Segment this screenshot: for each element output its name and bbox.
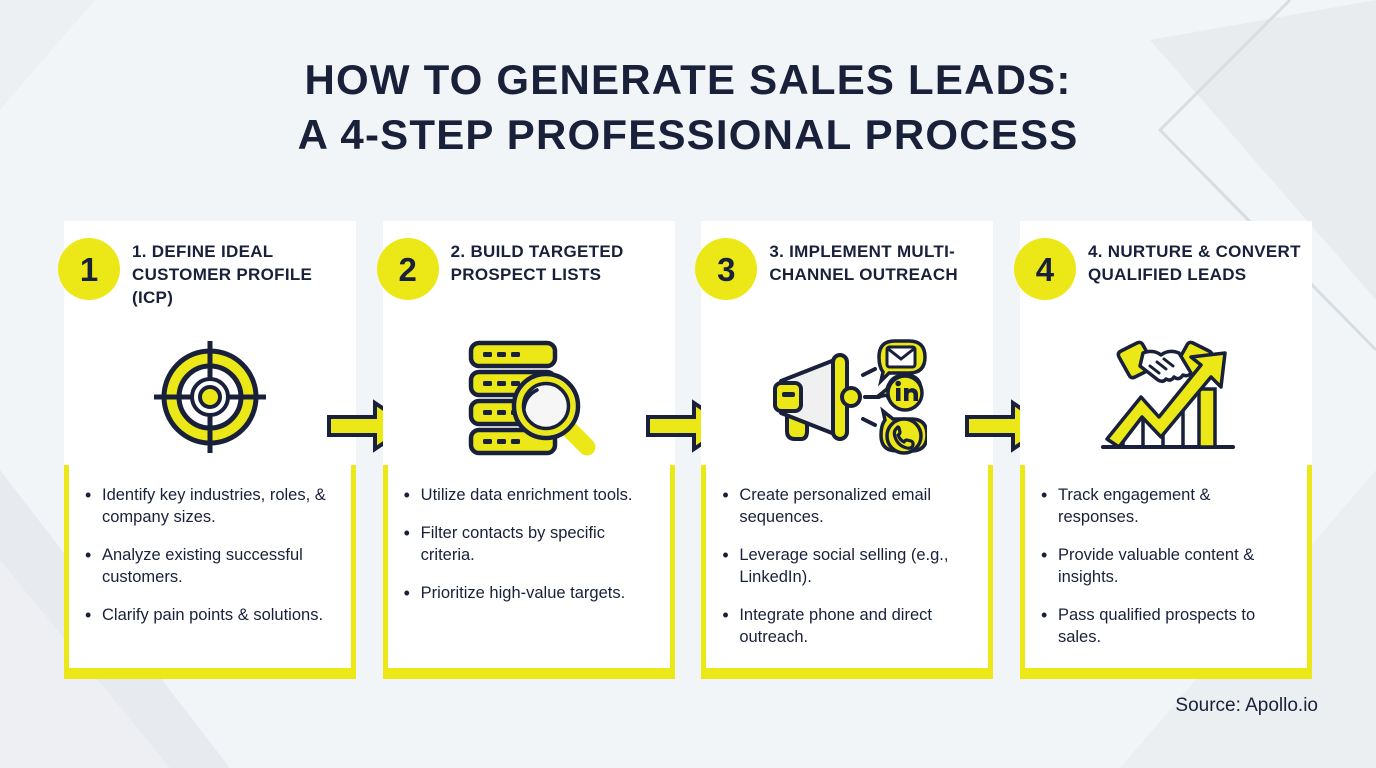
- list-item: Track engagement & responses.: [1039, 484, 1293, 529]
- step-card-3[interactable]: 3 3. IMPLEMENT MULTI-CHANNEL OUTREACH: [695, 221, 994, 679]
- step-bullets-3: Create personalized email sequences. Lev…: [720, 484, 974, 649]
- list-item: Integrate phone and direct outreach.: [720, 604, 974, 649]
- step-card-1-body: Identify key industries, roles, & compan…: [64, 465, 356, 679]
- list-item: Filter contacts by specific criteria.: [402, 522, 656, 567]
- step-card-1[interactable]: 1 1. DEFINE IDEAL CUSTOMER PROFILE (ICP): [58, 221, 356, 679]
- step-card-3-header: 3 3. IMPLEMENT MULTI-CHANNEL OUTREACH: [695, 235, 983, 327]
- list-item: Identify key industries, roles, & compan…: [83, 484, 337, 529]
- step-bullets-1: Identify key industries, roles, & compan…: [83, 484, 337, 628]
- list-item: Analyze existing successful customers.: [83, 544, 337, 589]
- step-card-4-body: Track engagement & responses. Provide va…: [1019, 465, 1312, 679]
- target-crosshair-icon: [74, 333, 346, 461]
- step-card-2-top: 2 2. BUILD TARGETED PROSPECT LISTS: [376, 221, 675, 465]
- step-card-1-header: 1 1. DEFINE IDEAL CUSTOMER PROFILE (ICP): [58, 235, 346, 327]
- step-card-4-top: 4 4. NURTURE & CONVERT QUALIFIED LEADS: [1013, 221, 1312, 465]
- step-number-badge-3: 3: [695, 238, 758, 300]
- list-item: Provide valuable content & insights.: [1039, 544, 1293, 589]
- step-card-2-body: Utilize data enrichment tools. Filter co…: [382, 465, 675, 679]
- step-number-badge-2: 2: [376, 238, 439, 300]
- database-search-icon: [393, 333, 665, 461]
- list-item: Clarify pain points & solutions.: [83, 604, 337, 628]
- list-item: Prioritize high-value targets.: [402, 582, 656, 606]
- list-item: Utilize data enrichment tools.: [402, 484, 656, 508]
- step-bullets-4: Track engagement & responses. Provide va…: [1039, 484, 1293, 649]
- connector-3: [964, 221, 1051, 679]
- list-item: Create personalized email sequences.: [720, 484, 974, 529]
- list-item: Leverage social selling (e.g., LinkedIn)…: [720, 544, 974, 589]
- steps-container: 1 1. DEFINE IDEAL CUSTOMER PROFILE (ICP): [58, 221, 1312, 679]
- page-title: HOW TO GENERATE SALES LEADS: A 4-STEP PR…: [0, 52, 1376, 163]
- handshake-growth-chart-icon: [1030, 333, 1302, 461]
- step-card-4[interactable]: 4 4. NURTURE & CONVERT QUALIFIED LEADS: [1013, 221, 1312, 679]
- step-title-1: 1. DEFINE IDEAL CUSTOMER PROFILE (ICP): [132, 242, 313, 308]
- step-title-3: 3. IMPLEMENT MULTI-CHANNEL OUTREACH: [769, 242, 958, 285]
- source-attribution: Source: Apollo.io: [1175, 695, 1318, 716]
- step-number-badge-4: 4: [1013, 238, 1076, 300]
- step-card-2[interactable]: 2 2. BUILD TARGETED PROSPECT LISTS: [376, 221, 675, 679]
- title-line-2: A 4-STEP PROFESSIONAL PROCESS: [297, 111, 1079, 159]
- step-number-badge-1: 1: [58, 238, 120, 300]
- step-title-2: 2. BUILD TARGETED PROSPECT LISTS: [450, 242, 624, 285]
- title-line-1: HOW TO GENERATE SALES LEADS:: [304, 56, 1072, 103]
- megaphone-channels-icon: [711, 333, 983, 461]
- step-bullets-2: Utilize data enrichment tools. Filter co…: [402, 484, 656, 606]
- list-item: Pass qualified prospects to sales.: [1039, 604, 1293, 649]
- step-title-4: 4. NURTURE & CONVERT QUALIFIED LEADS: [1087, 242, 1301, 285]
- step-card-3-body: Create personalized email sequences. Lev…: [701, 465, 994, 679]
- step-card-3-top: 3 3. IMPLEMENT MULTI-CHANNEL OUTREACH: [695, 221, 994, 465]
- step-card-2-header: 2 2. BUILD TARGETED PROSPECT LISTS: [376, 235, 665, 327]
- connector-1: [327, 221, 413, 679]
- connector-2: [645, 221, 732, 679]
- step-card-1-top: 1 1. DEFINE IDEAL CUSTOMER PROFILE (ICP): [58, 221, 356, 465]
- step-card-4-header: 4 4. NURTURE & CONVERT QUALIFIED LEADS: [1013, 235, 1302, 327]
